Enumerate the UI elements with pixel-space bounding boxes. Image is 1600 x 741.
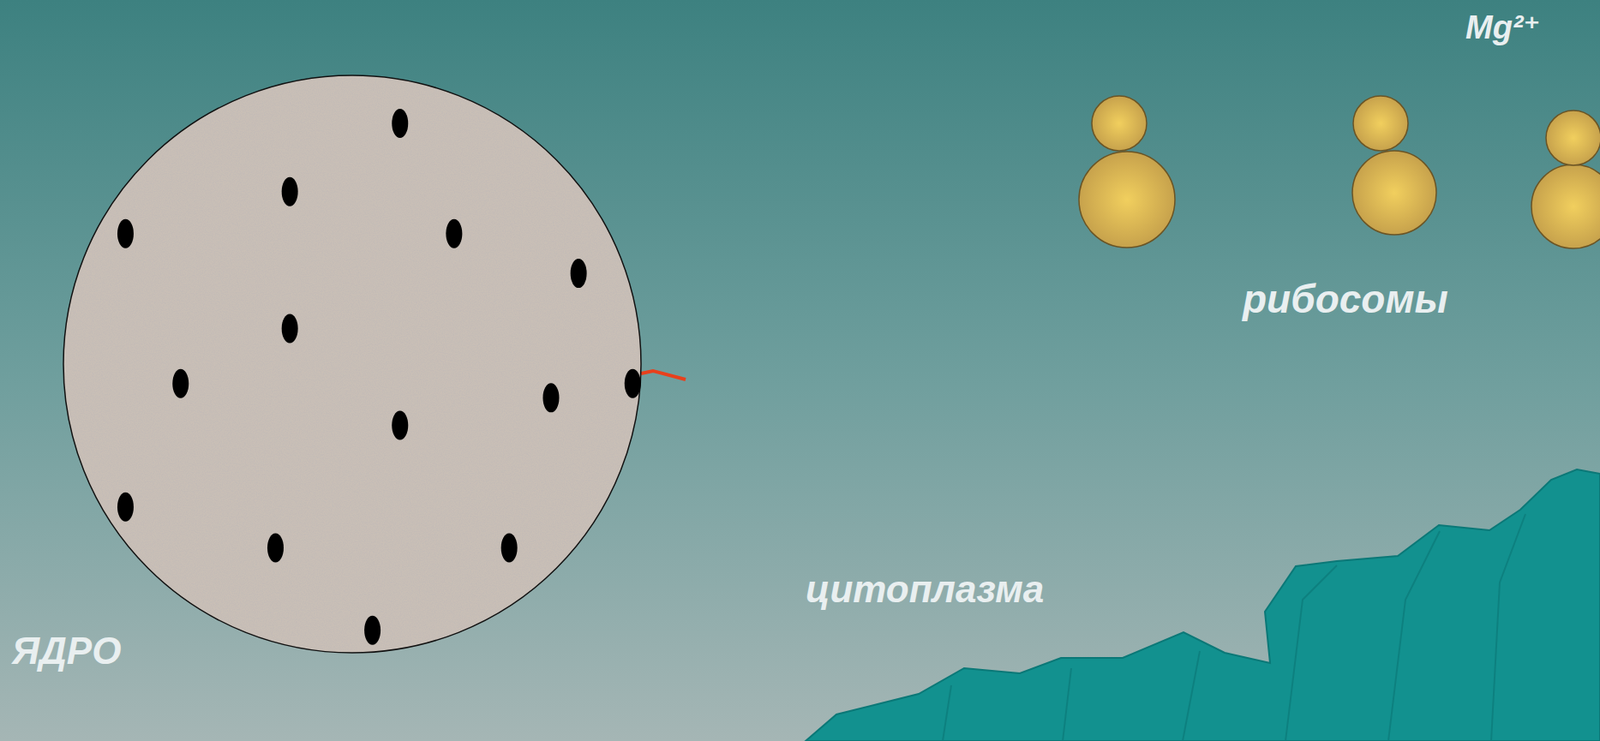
ribosome-label: рибосомы <box>1242 277 1449 322</box>
mrna-strand <box>641 371 686 380</box>
nucleus: ЯДРО <box>63 75 642 654</box>
rock-ridges <box>942 514 1526 741</box>
cytoplasm-label: цитоплазма <box>805 569 1044 611</box>
ion-label: Mg²⁺ <box>1465 10 1541 47</box>
nucleus-label: ЯДРО <box>11 630 121 672</box>
nucleus-shape <box>63 75 642 654</box>
ribosomes <box>1078 95 1600 249</box>
membrane-rock <box>805 469 1600 741</box>
